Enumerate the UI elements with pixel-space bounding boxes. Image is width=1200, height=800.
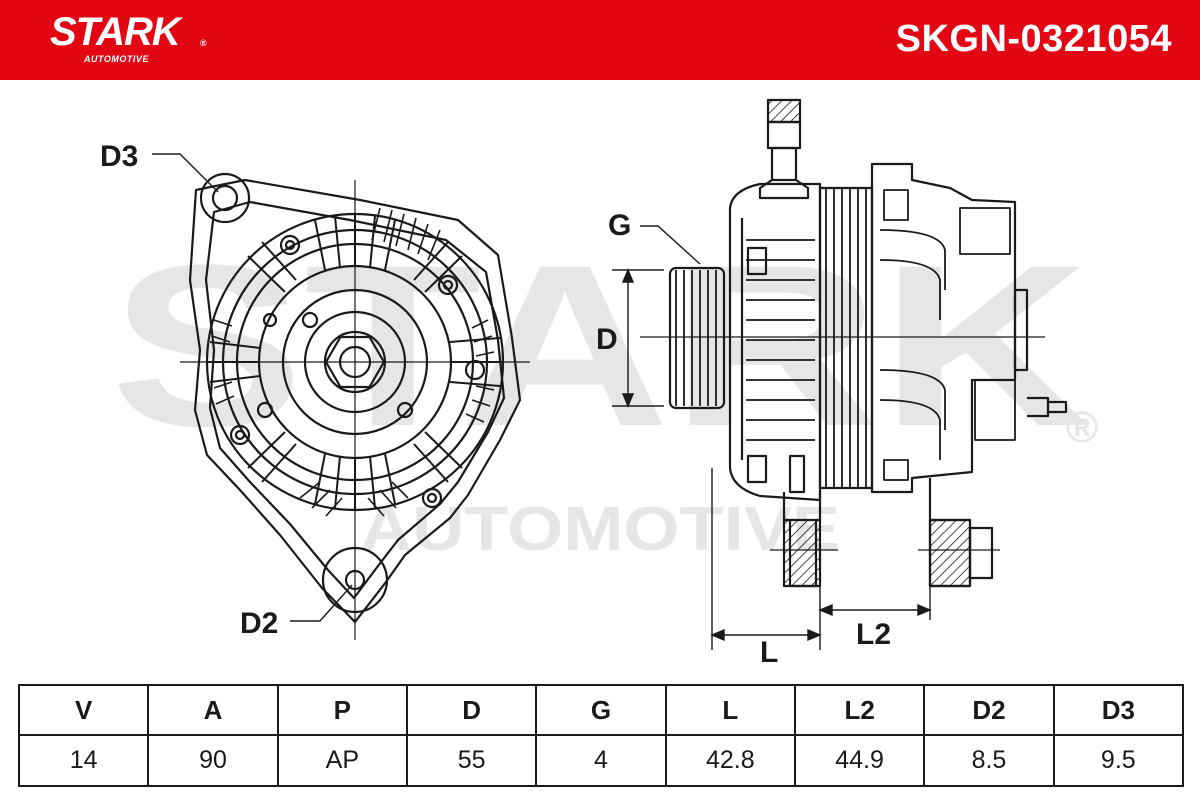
spec-value: 4 (535, 734, 667, 787)
spec-value: 42.8 (664, 734, 796, 787)
spec-value: AP (276, 734, 408, 787)
label-g: G (608, 209, 631, 242)
spec-value: 55 (405, 734, 538, 787)
watermark: STARK AUTOMOTIVE ® (110, 217, 1098, 564)
spec-header: G (535, 684, 667, 736)
part-number: SKGN-0321054 (895, 18, 1172, 60)
label-l: L (760, 636, 778, 669)
spec-header: A (147, 684, 279, 736)
label-d2: D2 (240, 607, 278, 640)
spec-header: D3 (1052, 684, 1185, 736)
spec-header: D2 (923, 684, 1055, 736)
watermark-registered: ® (1066, 403, 1098, 452)
label-l2: L2 (856, 618, 891, 651)
spec-header: L (664, 684, 796, 736)
spec-value: 44.9 (793, 734, 926, 787)
stark-logo: STARK ® AUTOMOTIVE (50, 10, 207, 64)
spec-header-row: V A P D G L L2 D2 D3 (17, 684, 1185, 736)
spec-header: V (17, 684, 150, 736)
brand-name: STARK (50, 10, 181, 54)
spec-table: V A P D G L L2 D2 D3 14 90 AP 55 4 42.8 … (17, 684, 1185, 787)
spec-header: D (405, 684, 538, 736)
side-dimensions (612, 225, 932, 650)
front-leaders (152, 153, 353, 622)
spec-value: 90 (147, 734, 279, 787)
alternator-drawing-svg: STARK AUTOMOTIVE ® (100, 98, 1098, 669)
header-bar: STARK ® AUTOMOTIVE SKGN-0321054 (0, 0, 1200, 80)
spec-value: 8.5 (923, 734, 1055, 787)
spec-header: P (276, 684, 408, 736)
brand-subtitle: AUTOMOTIVE (84, 54, 149, 64)
watermark-stark: STARK (110, 217, 1090, 474)
watermark-automotive: AUTOMOTIVE (360, 495, 840, 564)
technical-drawing: STARK AUTOMOTIVE ® (0, 80, 1200, 680)
label-d3: D3 (100, 140, 138, 173)
label-d: D (596, 323, 618, 356)
spec-value: 9.5 (1052, 734, 1185, 787)
spec-value-row: 14 90 AP 55 4 42.8 44.9 8.5 9.5 (17, 734, 1185, 787)
front-view (180, 172, 530, 640)
spec-header: L2 (793, 684, 926, 736)
spec-value: 14 (17, 734, 150, 787)
registered-mark: ® (200, 38, 207, 48)
side-view (640, 98, 1068, 588)
